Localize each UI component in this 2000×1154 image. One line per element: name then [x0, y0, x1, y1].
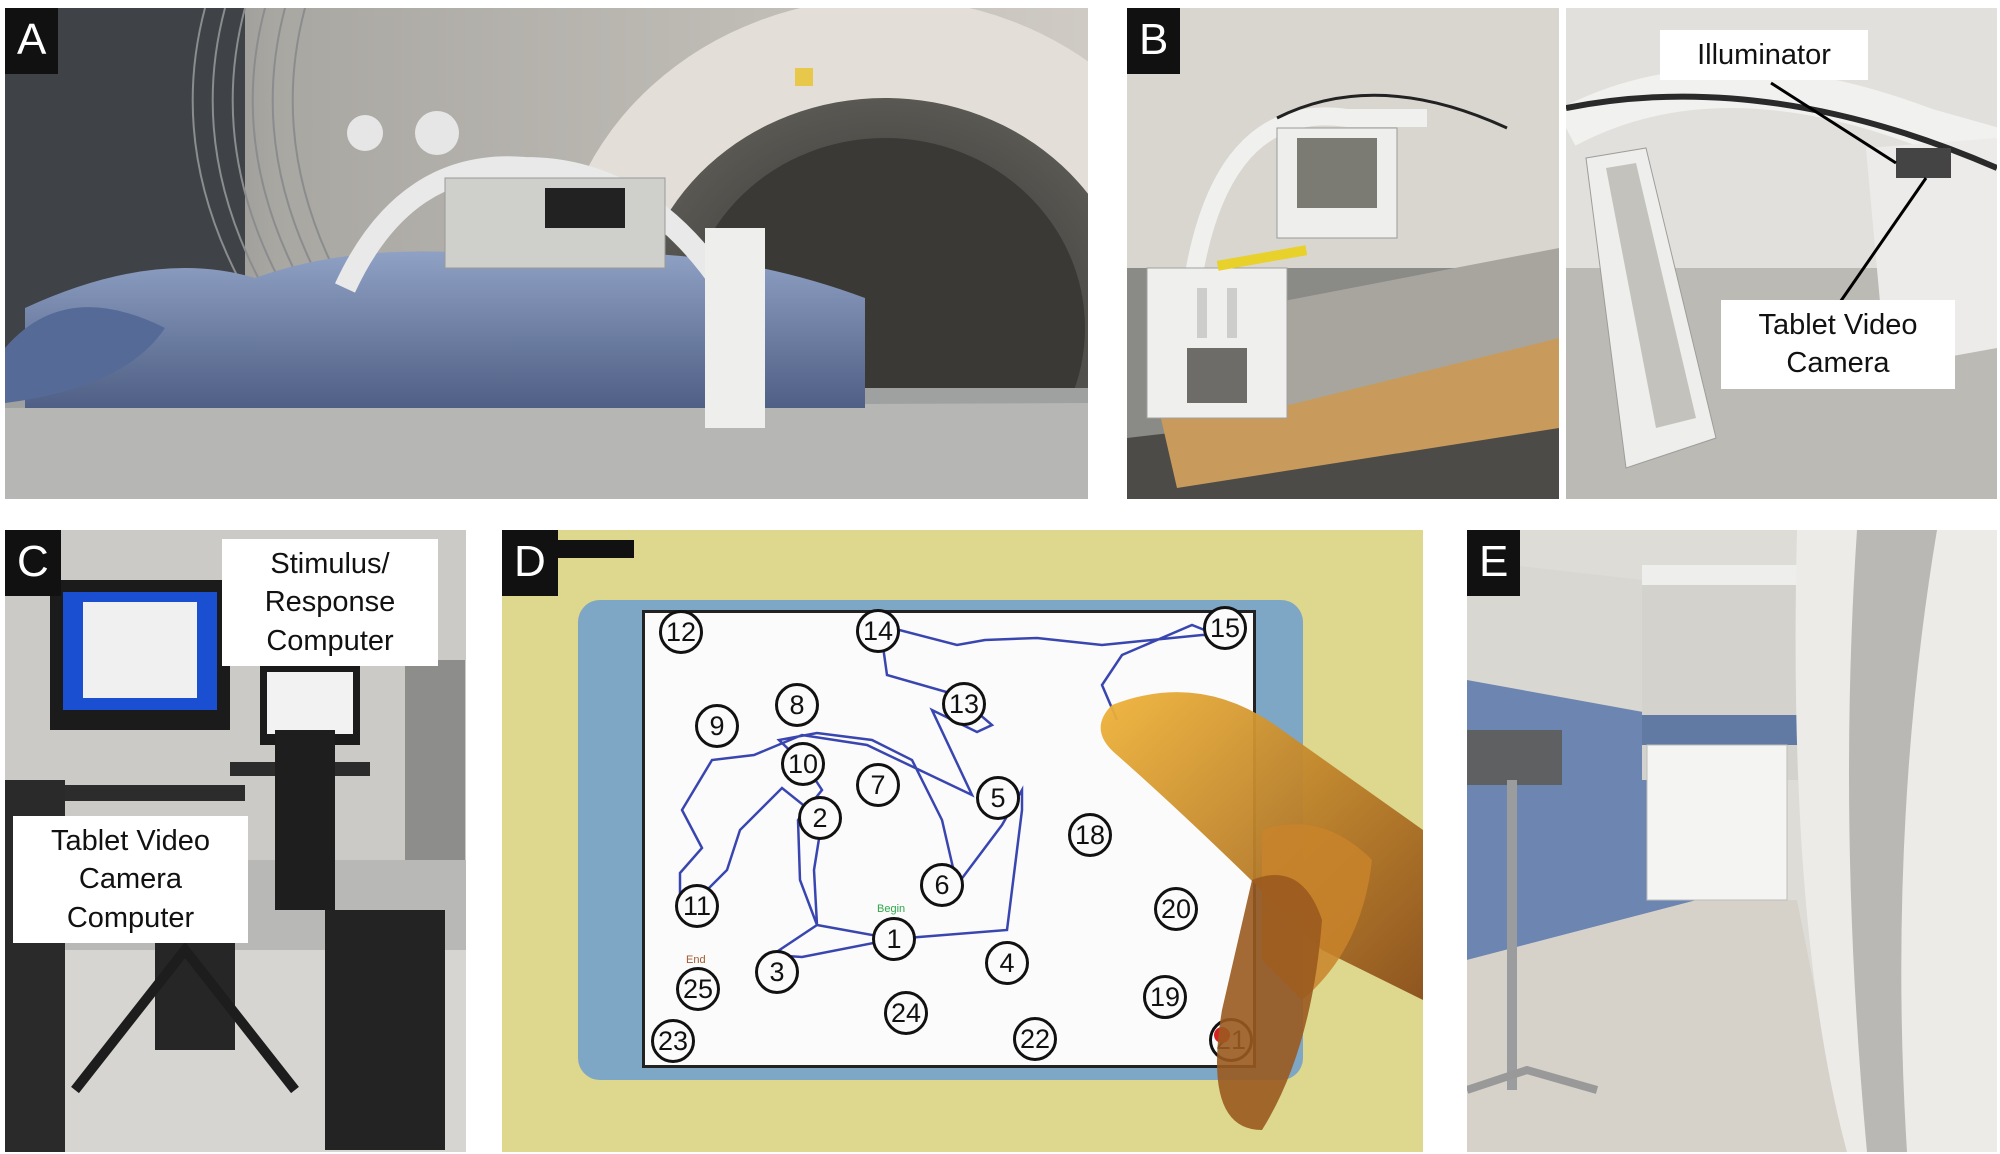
tablet-video-camera-computer-callout: Tablet Video Camera Computer — [13, 816, 248, 943]
trail-target[interactable]: 3 — [755, 950, 799, 994]
trail-target[interactable]: 11 — [675, 884, 719, 928]
begin-label: Begin — [877, 903, 906, 915]
trail-target[interactable]: 9 — [695, 704, 739, 748]
tablet-video-camera-callout: Tablet Video Camera — [1721, 300, 1955, 389]
trail-target[interactable]: 24 — [884, 991, 928, 1035]
callout-leader-lines — [1770, 81, 1928, 309]
trail-target[interactable]: 15 — [1203, 606, 1247, 650]
panel-b-tablet-holder-photo: B — [1127, 8, 1559, 499]
panel-label-b: B — [1127, 8, 1181, 74]
illuminator-callout: Illuminator — [1660, 30, 1868, 81]
trail-target[interactable]: 7 — [856, 763, 900, 807]
trail-target[interactable]: 14 — [856, 609, 900, 653]
tablet-holder-photo — [1127, 8, 1559, 499]
trail-target[interactable]: 1 — [872, 917, 916, 961]
trail-target[interactable]: 25 — [676, 967, 720, 1011]
panel-d-tablet-trail-task: 1 2 3 4 5 6 7 8 9 10 11 12 13 14 15 18 1… — [502, 530, 1423, 1152]
trail-target[interactable]: 10 — [781, 742, 825, 786]
panel-label-e: E — [1467, 530, 1521, 596]
trail-target[interactable]: 2 — [798, 796, 842, 840]
trail-target[interactable]: 22 — [1013, 1017, 1057, 1061]
panel-a-mri-bore-photo: A — [5, 8, 1088, 499]
trail-target[interactable]: 12 — [659, 610, 703, 654]
panel-label-a: A — [5, 8, 59, 74]
panel-label-c: C — [5, 530, 61, 596]
trail-target[interactable]: 13 — [942, 682, 986, 726]
scanner-room-photo — [1467, 530, 1997, 1152]
finger-overlay — [1100, 692, 1423, 1130]
panel-c-computer-setup-photo: C Stimulus/ Response Computer Tablet Vid… — [5, 530, 466, 1152]
panel-e-scanner-room-photo: E — [1467, 530, 1997, 1152]
end-label: End — [686, 954, 706, 966]
trail-target[interactable]: 6 — [920, 863, 964, 907]
trail-target[interactable]: 4 — [985, 941, 1029, 985]
trail-target[interactable]: 5 — [976, 776, 1020, 820]
trail-target[interactable]: 18 — [1068, 813, 1112, 857]
trail-target[interactable]: 19 — [1143, 975, 1187, 1019]
mri-patient-photo — [5, 8, 1088, 499]
black-scale-bar — [542, 540, 634, 558]
trail-target[interactable]: 23 — [651, 1019, 695, 1063]
stimulus-response-computer-callout: Stimulus/ Response Computer — [222, 539, 438, 666]
trail-target[interactable]: 8 — [775, 683, 819, 727]
panel-label-d: D — [502, 530, 558, 596]
panel-b-camera-detail-photo: Illuminator Tablet Video Camera — [1566, 8, 1997, 499]
trail-target[interactable]: 20 — [1154, 887, 1198, 931]
